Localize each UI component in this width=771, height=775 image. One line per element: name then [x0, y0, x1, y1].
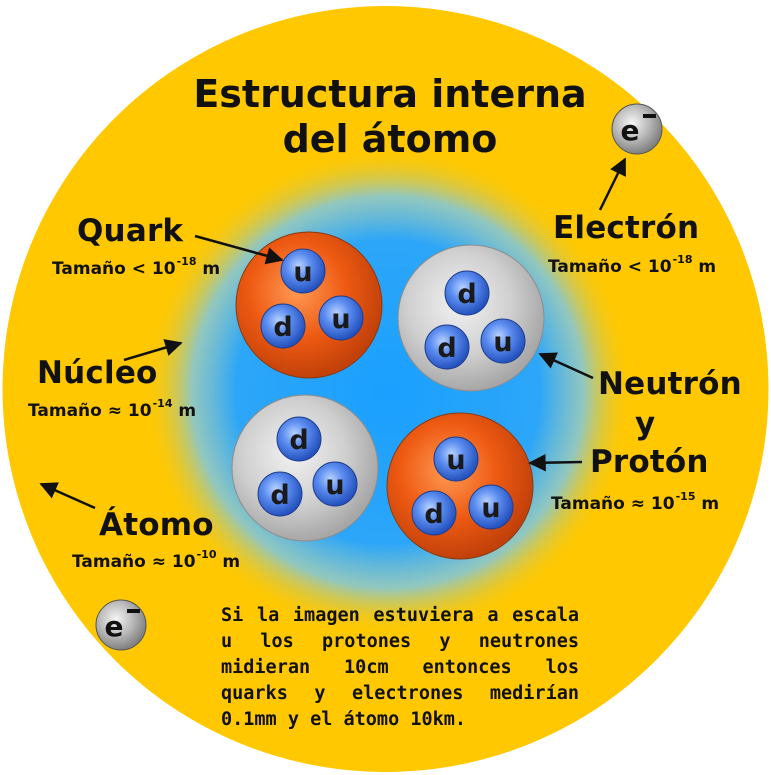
- quark-down: d: [260, 303, 306, 349]
- title-line-2: del átomo: [282, 117, 498, 161]
- electron-top-right: e: [611, 103, 663, 155]
- quark-size: Tamaño < 10-18 m: [52, 255, 221, 279]
- quark-label: u: [325, 470, 344, 501]
- quark-up: u: [433, 436, 479, 482]
- quark-label: u: [331, 304, 350, 335]
- quark-label: d: [289, 425, 308, 456]
- diagram-title: Estructura interna del átomo: [170, 72, 610, 162]
- quark-down: d: [444, 270, 490, 316]
- electron-symbol: e: [105, 610, 124, 643]
- neutron-proton-conjunction: y: [635, 406, 656, 442]
- neutron-bottom-left: d d u: [231, 394, 379, 542]
- quark-label: d: [424, 499, 443, 530]
- quark-up: u: [468, 484, 514, 530]
- quark-label: u: [481, 493, 500, 524]
- electron-arrow: [598, 157, 627, 211]
- proton-bottom-right: u d u: [386, 412, 534, 560]
- quark-down: d: [257, 471, 303, 517]
- quark-label-name: Quark: [77, 213, 184, 249]
- quark-label: u: [493, 327, 512, 358]
- title-line-1: Estructura interna: [193, 72, 587, 116]
- neutron-label-name: Neutrón: [598, 366, 742, 402]
- quark-up: u: [480, 318, 526, 364]
- minus-sign: [643, 114, 656, 118]
- proton-label-name: Protón: [590, 444, 709, 480]
- atom-arrow: [39, 482, 96, 510]
- neutron-proton-size: Tamaño ≈ 10-15 m: [551, 490, 720, 514]
- atom-label-name: Átomo: [99, 507, 214, 543]
- quark-label: d: [457, 279, 476, 310]
- atom-size: Tamaño ≈ 10-10 m: [72, 548, 241, 572]
- quark-down: d: [276, 416, 322, 462]
- nucleus-label-name: Núcleo: [37, 355, 158, 391]
- quark-down: d: [411, 490, 457, 536]
- quark-label: d: [273, 312, 292, 343]
- quark-down: d: [424, 324, 470, 370]
- quark-up: u: [318, 295, 364, 341]
- proton-top-left: u d u: [235, 231, 383, 379]
- proton-arrow: [528, 453, 583, 472]
- quark-arrow: [194, 234, 284, 265]
- nucleus-size: Tamaño ≈ 10-14 m: [28, 397, 197, 421]
- quark-label: u: [446, 445, 465, 476]
- electron-bottom-left: e: [95, 599, 147, 651]
- neutron-arrow: [538, 352, 594, 380]
- quark-label: u: [293, 257, 312, 288]
- quark-label: d: [270, 480, 289, 511]
- electron-label-name: Electrón: [553, 210, 700, 246]
- quark-up: u: [312, 461, 358, 507]
- electron-size: Tamaño < 10-18 m: [548, 253, 717, 277]
- neutron-top-right: d d u: [397, 244, 545, 392]
- minus-sign: [127, 609, 140, 613]
- electron-symbol: e: [621, 114, 640, 147]
- scale-note: Si la imagen estuviera a escala u los pr…: [221, 605, 579, 730]
- quark-up: u: [280, 248, 326, 294]
- nucleus-arrow: [123, 339, 183, 362]
- quark-label: d: [437, 333, 456, 364]
